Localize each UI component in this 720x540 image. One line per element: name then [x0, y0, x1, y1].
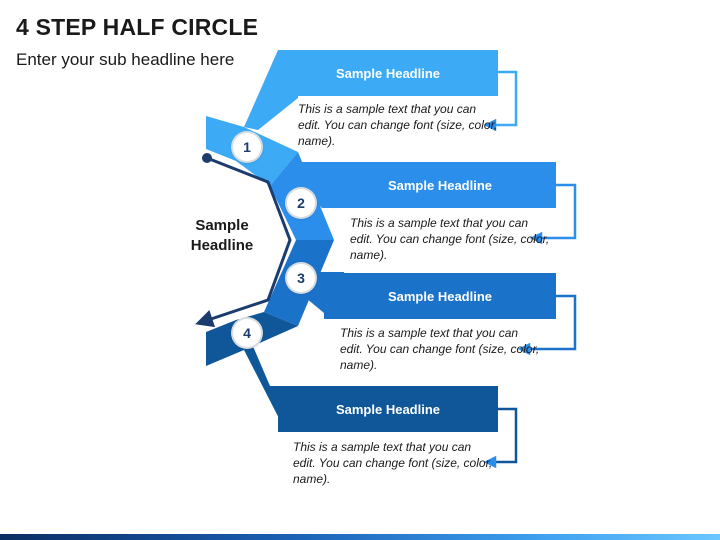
step-1-text: This is a sample text that you can edit.… [298, 102, 498, 148]
step-2-headline: Sample Headline [387, 177, 493, 193]
step-1-headline: Sample Headline [335, 65, 441, 81]
step-1-number-badge: 1 [233, 133, 261, 161]
step-4-number-badge: 4 [233, 319, 261, 347]
bottom-accent-strip [0, 534, 720, 540]
step-2-headline-bar[interactable]: Sample Headline [324, 162, 556, 208]
step-3-headline: Sample Headline [387, 288, 493, 304]
step-3-headline-bar[interactable]: Sample Headline [324, 273, 556, 319]
inner-arrow [195, 156, 292, 328]
step-2-number-badge: 2 [287, 189, 315, 217]
page-subtitle: Enter your sub headline here [16, 50, 235, 69]
center-label: Sample Headline [178, 216, 266, 256]
step-3-text: This is a sample text that you can edit.… [340, 326, 540, 372]
step-2-text: This is a sample text that you can edit.… [350, 216, 550, 262]
step-1-headline-bar[interactable]: Sample Headline [278, 50, 498, 96]
page-title: 4 STEP HALF CIRCLE [16, 14, 259, 40]
step-4-text: This is a sample text that you can edit.… [293, 440, 493, 486]
step-4-headline-bar[interactable]: Sample Headline [278, 386, 498, 432]
bracket-arrow-3 [517, 294, 577, 356]
bracket-arrow-1 [483, 70, 518, 132]
center-label-line1: Sample [195, 217, 249, 234]
step-4-headline: Sample Headline [335, 401, 441, 417]
bracket-arrow-4 [483, 407, 518, 469]
center-label-line2: Headline [190, 237, 254, 254]
step-3-number-badge: 3 [287, 264, 315, 292]
bracket-arrow-2 [529, 183, 577, 245]
